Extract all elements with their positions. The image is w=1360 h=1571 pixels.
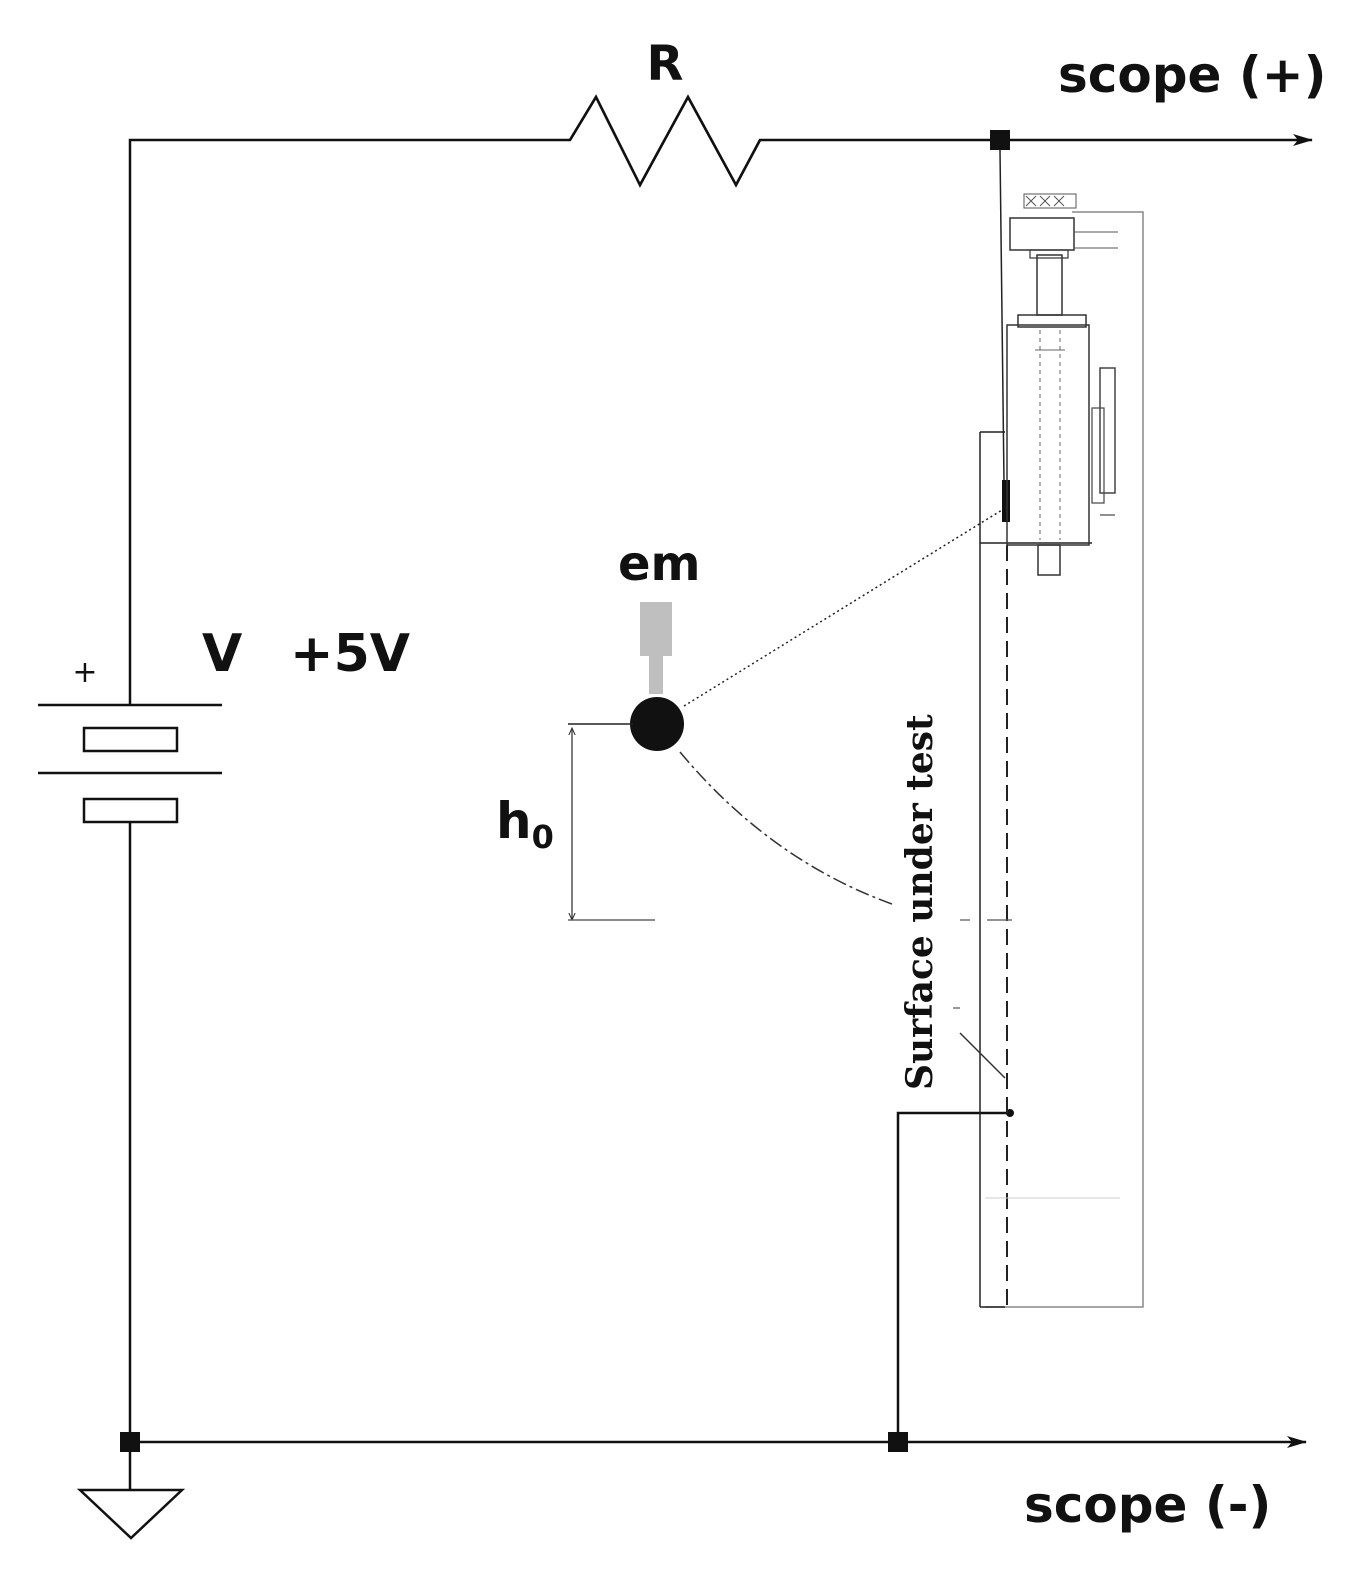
ball-trajectory-curve [679,751,893,905]
resistor-zigzag [568,94,762,188]
surface-contact-wire [896,1111,1010,1442]
top-junction-node [990,130,1010,150]
top-wire [128,94,1000,705]
height-label: h0 [496,792,554,856]
probe-wire [999,149,1005,483]
surface-label: Surface under test [899,714,941,1090]
electromagnet-stem [649,656,663,694]
battery-plus-sign: + [72,655,97,690]
probe-tip [1002,480,1010,522]
height-label-subscript: 0 [532,818,554,856]
battery [38,703,222,824]
electromagnet [640,602,672,656]
resistor-label: R [647,36,684,92]
scope-plus-label: scope (+) [1058,46,1326,104]
voltage-value: +5V [290,624,410,684]
em-label: em [618,536,701,592]
voltage-symbol: V [202,624,242,684]
ball-icon [630,697,684,751]
ground-icon [76,1488,186,1540]
ball-to-probe-dotted [683,509,1003,707]
height-label-h: h [496,792,532,850]
height-dimension [568,723,655,920]
test-apparatus [953,193,1144,1308]
scope-minus-label: scope (-) [1024,1476,1271,1534]
